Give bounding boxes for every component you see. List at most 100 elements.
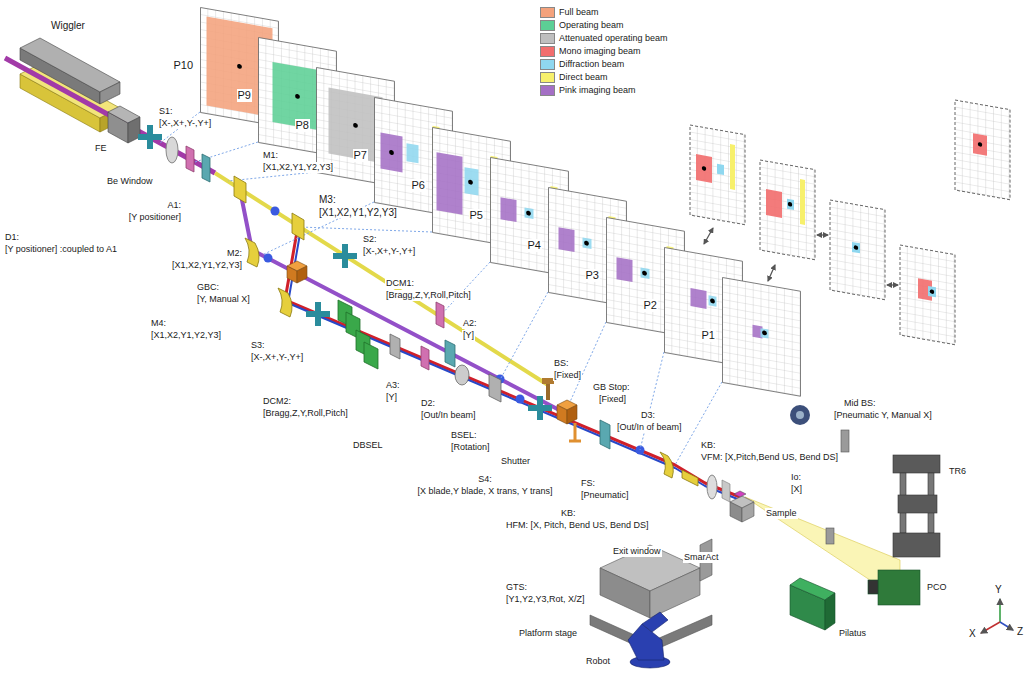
- alternate-beam-profile: [690, 125, 745, 225]
- alternate-beam-profile: [787, 199, 794, 210]
- part-label: [Out/In of beam]: [616, 422, 683, 433]
- axis-triad: [981, 599, 1013, 633]
- part-label: Mid BS:: [843, 398, 877, 409]
- profile-grid: [723, 278, 801, 397]
- part-label: DCM2:: [262, 396, 292, 407]
- detector-cone: [745, 497, 900, 600]
- part-label: M2:: [226, 248, 243, 259]
- profile-grid: [723, 278, 801, 397]
- legend-row: Diffraction beam: [540, 58, 668, 71]
- part-label: GBC:: [196, 282, 220, 293]
- part-label: [X]: [790, 484, 803, 495]
- part-label: [Bragg,Z,Y,Roll,Pitch]: [385, 290, 472, 301]
- intensity-monitor: [722, 480, 730, 502]
- area-detector: [878, 570, 920, 605]
- tomography-stage: [893, 533, 940, 557]
- mirror: [660, 452, 673, 478]
- camera-icon: [796, 411, 804, 419]
- part-label: [X1,X2,Y1,Y2,Y3]: [150, 330, 222, 341]
- part-label: Wiggler: [50, 20, 86, 31]
- mirror: [245, 238, 259, 267]
- mirror: [234, 176, 246, 203]
- alternate-beam-profile: [900, 245, 955, 345]
- intensity-monitor: [722, 480, 730, 502]
- part-label: [X-,X+,Y-,Y+]: [250, 352, 304, 363]
- legend-text: Operating beam: [559, 20, 624, 31]
- panel-label: P5: [469, 209, 484, 222]
- exchange-arrow: [887, 284, 898, 285]
- profile-leader-line: [440, 262, 490, 316]
- legend-swatch: [540, 7, 555, 18]
- part-label: [Fixed]: [553, 370, 582, 381]
- area-detector: [868, 580, 878, 594]
- beam-center-dot: [389, 150, 394, 156]
- sample-stage: [734, 491, 746, 497]
- diagnostic-plate: [600, 420, 610, 449]
- camera-icon: [790, 405, 810, 425]
- axis-triad: [981, 622, 1000, 633]
- panel-label: P9: [237, 89, 252, 102]
- sample-stage: [650, 568, 700, 618]
- selector-plate: [455, 365, 469, 385]
- legend-swatch: [540, 59, 555, 70]
- sample-stage: [600, 568, 650, 618]
- sample-stage: [742, 502, 754, 522]
- part-label: S4:: [477, 474, 493, 485]
- legend-row: Mono imaging beam: [540, 45, 668, 58]
- part-label: [Y positioner]: [128, 212, 182, 223]
- part-label: M1:: [262, 150, 279, 161]
- part-label: A3:: [385, 380, 401, 391]
- part-label: [Bragg,Z,Y,Roll,Pitch]: [262, 408, 349, 419]
- attenuator-plate: [186, 146, 194, 172]
- alternate-beam-profile: [978, 142, 982, 147]
- axis-triad: [999, 599, 1001, 622]
- beam-center-dot: [710, 298, 715, 304]
- slit-cross: [333, 244, 357, 268]
- alternate-beam-profile: [766, 189, 782, 218]
- selector-plate: [390, 334, 501, 402]
- beam-footprint: [525, 207, 534, 219]
- part-label: Platform stage: [518, 628, 578, 639]
- sample-stage: [590, 491, 754, 652]
- alternate-beam-profile: [760, 160, 815, 260]
- alternate-beam-profile: [830, 200, 885, 300]
- legend-swatch: [540, 85, 555, 96]
- part-label: GTS:: [505, 582, 528, 593]
- diagnostic-plate: [445, 340, 455, 367]
- part-label: GB Stop:: [592, 382, 631, 393]
- part-label: [Y1,Y2,Y3,Rot, X/Z]: [505, 594, 586, 605]
- beam-footprint: [761, 328, 769, 338]
- selector-plate: [390, 334, 400, 359]
- panel-label: P10: [172, 59, 194, 72]
- legend-row: Full beam: [540, 6, 668, 19]
- part-label: BS:: [553, 358, 570, 369]
- part-label: D3:: [640, 410, 656, 421]
- diagnostic-plate: [202, 154, 210, 182]
- profile-leader-line: [228, 172, 316, 181]
- part-label: S3:: [250, 340, 266, 351]
- alternate-beam-profile: [696, 154, 712, 183]
- alternate-beam-profile: [930, 289, 934, 294]
- profile-leader-line: [160, 112, 722, 465]
- beam-footprint: [559, 227, 575, 252]
- part-label: Shutter: [500, 456, 531, 467]
- wiggler: [20, 38, 120, 132]
- part-label: SmarAct: [683, 552, 720, 563]
- part-label: [Fixed]: [598, 394, 627, 405]
- part-label: [X1,X2,Y1,Y2,Y3]: [318, 207, 398, 218]
- selector-plate: [489, 374, 501, 402]
- beam-stop-cube: [297, 266, 307, 283]
- beam-stop-post: [569, 423, 581, 441]
- exchange-arrow: [704, 228, 713, 244]
- alternate-beam-profile: [830, 200, 885, 300]
- alternate-beam-profile: [854, 245, 858, 250]
- beam-splitter-post: [826, 430, 849, 544]
- part-label: DBSEL: [352, 440, 384, 451]
- beam-splitter-post: [841, 430, 849, 452]
- window: [166, 137, 717, 499]
- alternate-beam-profile: [900, 245, 955, 345]
- profile-leader-line: [495, 292, 548, 389]
- robot-arm: [642, 612, 668, 632]
- wiggler: [100, 82, 120, 104]
